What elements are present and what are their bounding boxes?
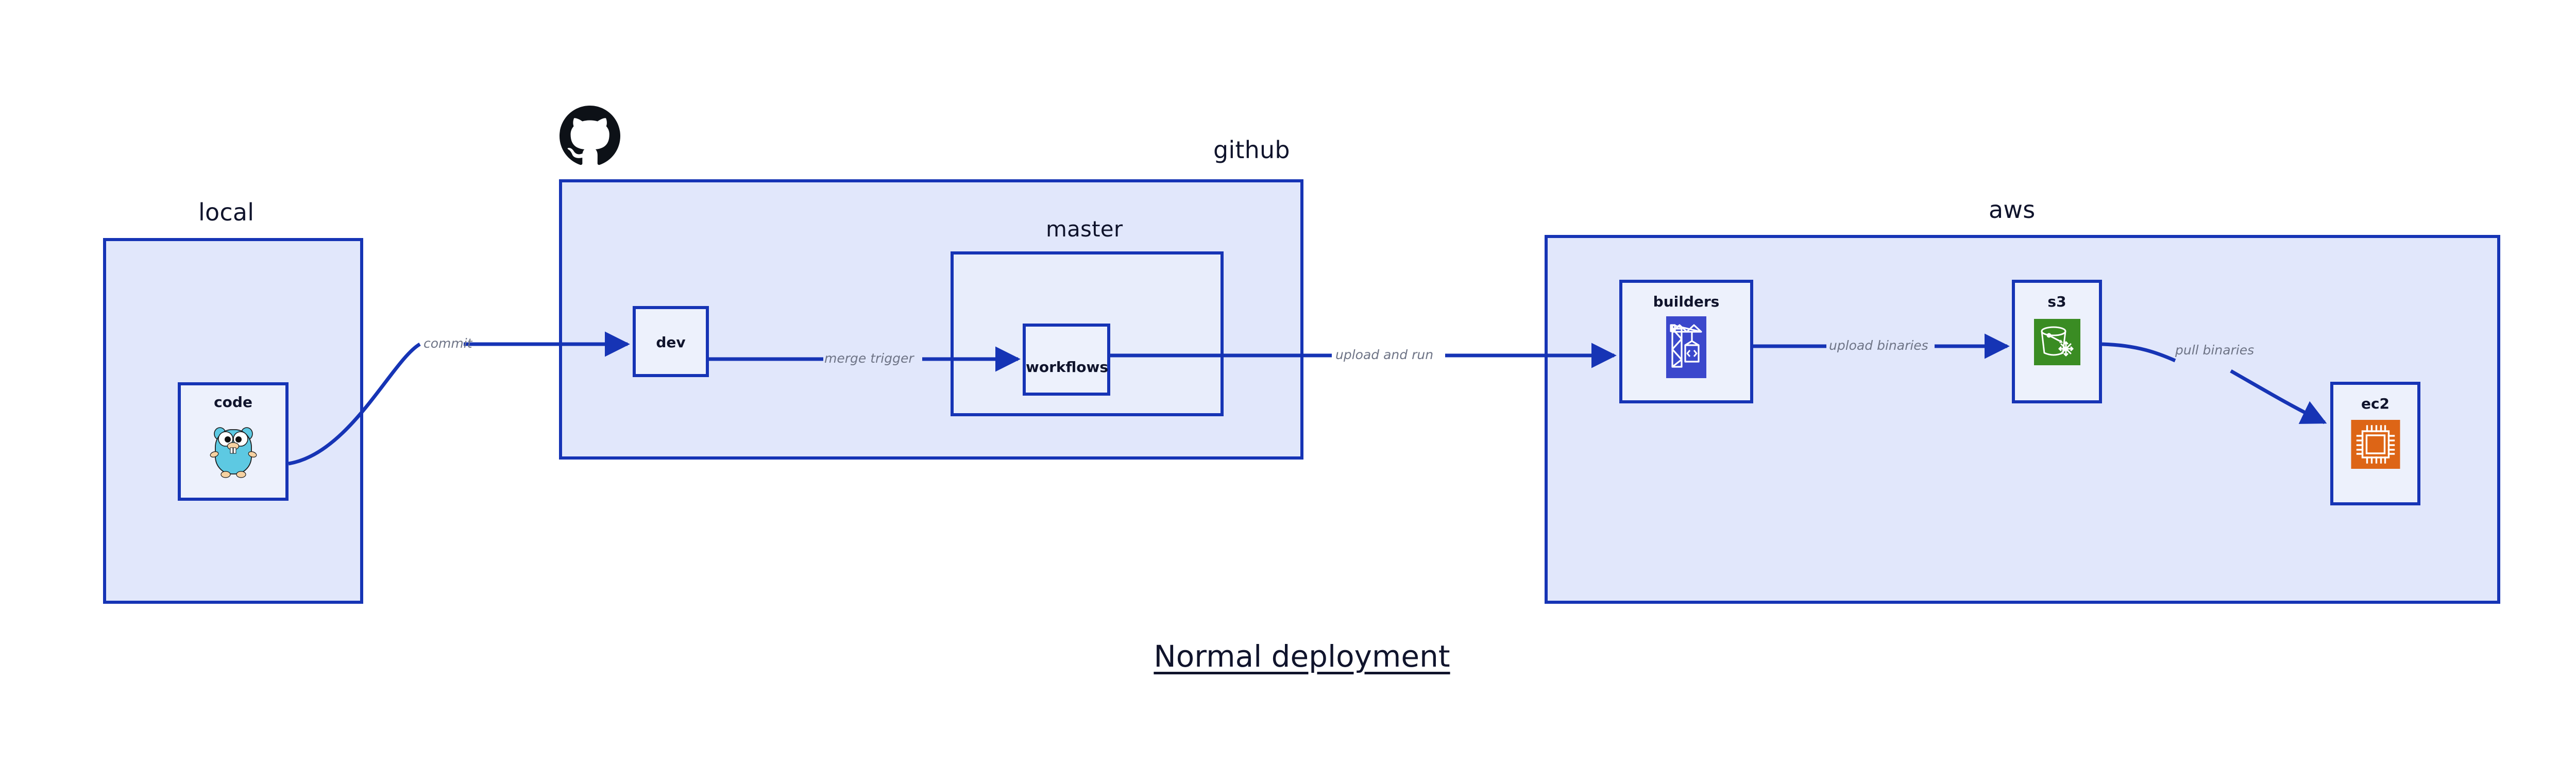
node-code[interactable]: code (178, 382, 289, 501)
edge-label-commit: commit (423, 336, 472, 351)
node-code-label: code (214, 394, 252, 411)
subgroup-master-label: master (1046, 216, 1123, 242)
aws-codebuild-crane-icon (1666, 316, 1706, 378)
node-dev[interactable]: dev (633, 306, 709, 377)
github-octocat-logo (560, 106, 620, 165)
node-ec2-label: ec2 (2361, 395, 2390, 412)
edge-label-merge-trigger: merge trigger (824, 351, 914, 366)
go-gopher-icon (209, 421, 258, 478)
group-github-label: github (1213, 136, 1290, 164)
diagram-title: Normal deployment (0, 639, 2576, 674)
node-workflows[interactable]: workflows (1023, 324, 1110, 396)
node-builders-label: builders (1653, 293, 1720, 310)
diagram-title-text: Normal deployment (1154, 639, 1450, 674)
aws-s3-glacier-bucket-icon (2033, 319, 2080, 365)
group-local-label: local (198, 198, 255, 226)
node-ec2[interactable]: ec2 (2330, 382, 2420, 505)
node-builders[interactable]: builders (1619, 280, 1753, 403)
edge-label-upload-and-run: upload and run (1335, 347, 1434, 362)
node-s3-label: s3 (2047, 293, 2066, 310)
aws-ec2-cpu-icon (2351, 420, 2400, 469)
group-aws-label: aws (1989, 196, 2036, 224)
node-workflows-label: workflows (1026, 359, 1109, 376)
node-s3[interactable]: s3 (2012, 280, 2102, 403)
node-dev-label: dev (656, 334, 686, 351)
edge-label-pull-binaries: pull binaries (2175, 343, 2255, 358)
edge-label-upload-binaries: upload binaries (1829, 338, 1928, 353)
